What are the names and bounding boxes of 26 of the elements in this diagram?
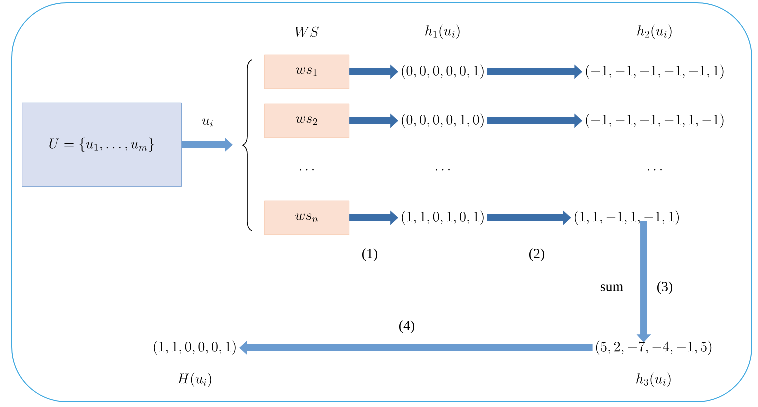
step-number: (3) [657, 282, 673, 294]
vector-text: $(0, 0, 0, 0, 1, 0)$ [402, 114, 484, 128]
ellipsis: $\ldots$ [436, 169, 450, 171]
process-box: $U = \{u_1, \ldots, u_m\}$ [22, 102, 182, 188]
step-number: (1) [362, 248, 378, 262]
vector-text: $(0, 0, 0, 0, 0, 1)$ [402, 64, 484, 80]
vector-text: $(1, 1, 0, 0, 0, 1)$ [154, 340, 236, 356]
ellipsis: $\ldots$ [300, 169, 314, 171]
edge-label: (4) [398, 320, 416, 334]
vector-text: $(-1, -1, -1, -1, -1, 1)$ [586, 64, 724, 80]
column-heading: $h_1(u_i)$ [426, 24, 460, 40]
function-label: $h_3(u_i)$ [636, 372, 671, 388]
vector-text: $(1, 1, -1, 1, -1, 1)$ [574, 210, 679, 226]
word-box: $ws_2$ [264, 104, 350, 138]
edge-label: $u_i$ [201, 118, 215, 128]
word-box: $ws_n$ [264, 200, 350, 236]
function-label: $H(u_i)$ [178, 372, 212, 388]
word-box: $ws_1$ [264, 54, 350, 90]
column-heading: $WS$ [295, 26, 319, 38]
edge-label: sum [599, 284, 625, 292]
vector-text: $(1, 1, 0, 1, 0, 1)$ [402, 210, 484, 226]
ellipsis: $\ldots$ [648, 169, 662, 171]
vector-text: $(-1, -1, -1, -1, 1, -1)$ [586, 114, 724, 128]
column-heading: $h_2(u_i)$ [638, 24, 672, 40]
vector-text: $(5, 2, -7, -4, -1, 5)$ [596, 340, 712, 356]
step-number: (2) [529, 248, 545, 262]
